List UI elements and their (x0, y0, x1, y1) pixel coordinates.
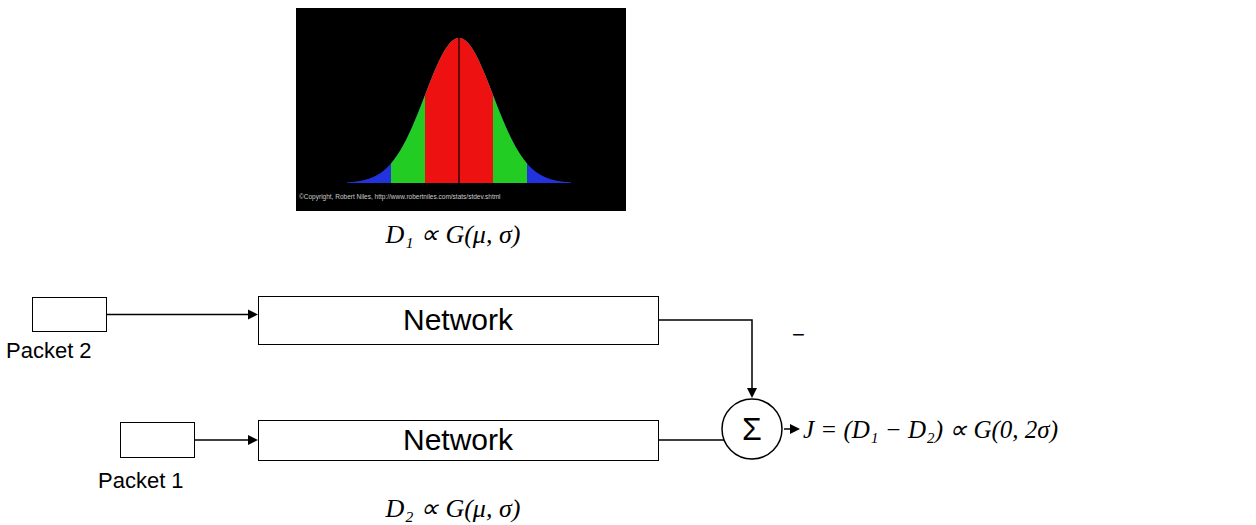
arrowhead (248, 435, 258, 445)
packet-label: Packet 2 (6, 338, 92, 364)
two-sigma-region (391, 38, 527, 183)
bell-curve-image (296, 8, 626, 211)
packet-box: Packet 2 (32, 297, 107, 332)
connector-line (659, 320, 752, 390)
image-background (296, 8, 626, 211)
node-label: Network (403, 303, 513, 337)
tail-region (347, 38, 571, 183)
packet-box: Packet 1 (120, 422, 195, 458)
copyright-watermark: ©Copyright, Robert Niles, http://www.rob… (299, 193, 501, 200)
connector (107, 310, 258, 320)
arrowhead (248, 310, 258, 320)
jitter-formula: J = (D₁ − D₂) ∝ G(0, 2σ) (803, 415, 1058, 444)
sign-label: − (790, 322, 807, 348)
delay-formula: D₂ ∝ G(μ, σ) (386, 493, 521, 524)
network-box: Network (258, 420, 659, 461)
circle-shape (722, 399, 782, 459)
connector (195, 435, 258, 445)
node-label: Network (403, 423, 513, 457)
delay-formula: D₁ ∝ G(μ, σ) (386, 219, 521, 250)
packet-label: Packet 1 (98, 468, 184, 494)
sum-symbol: Σ (742, 411, 762, 448)
output-arrowhead (790, 424, 800, 434)
mean-line (458, 38, 459, 183)
connector-line (195, 439, 250, 441)
arrowhead (747, 388, 757, 398)
one-sigma-region (425, 38, 493, 183)
connector-line (107, 314, 250, 316)
network-box: Network (258, 296, 659, 345)
connector (659, 320, 757, 398)
summation-circle: Σ (721, 398, 783, 460)
